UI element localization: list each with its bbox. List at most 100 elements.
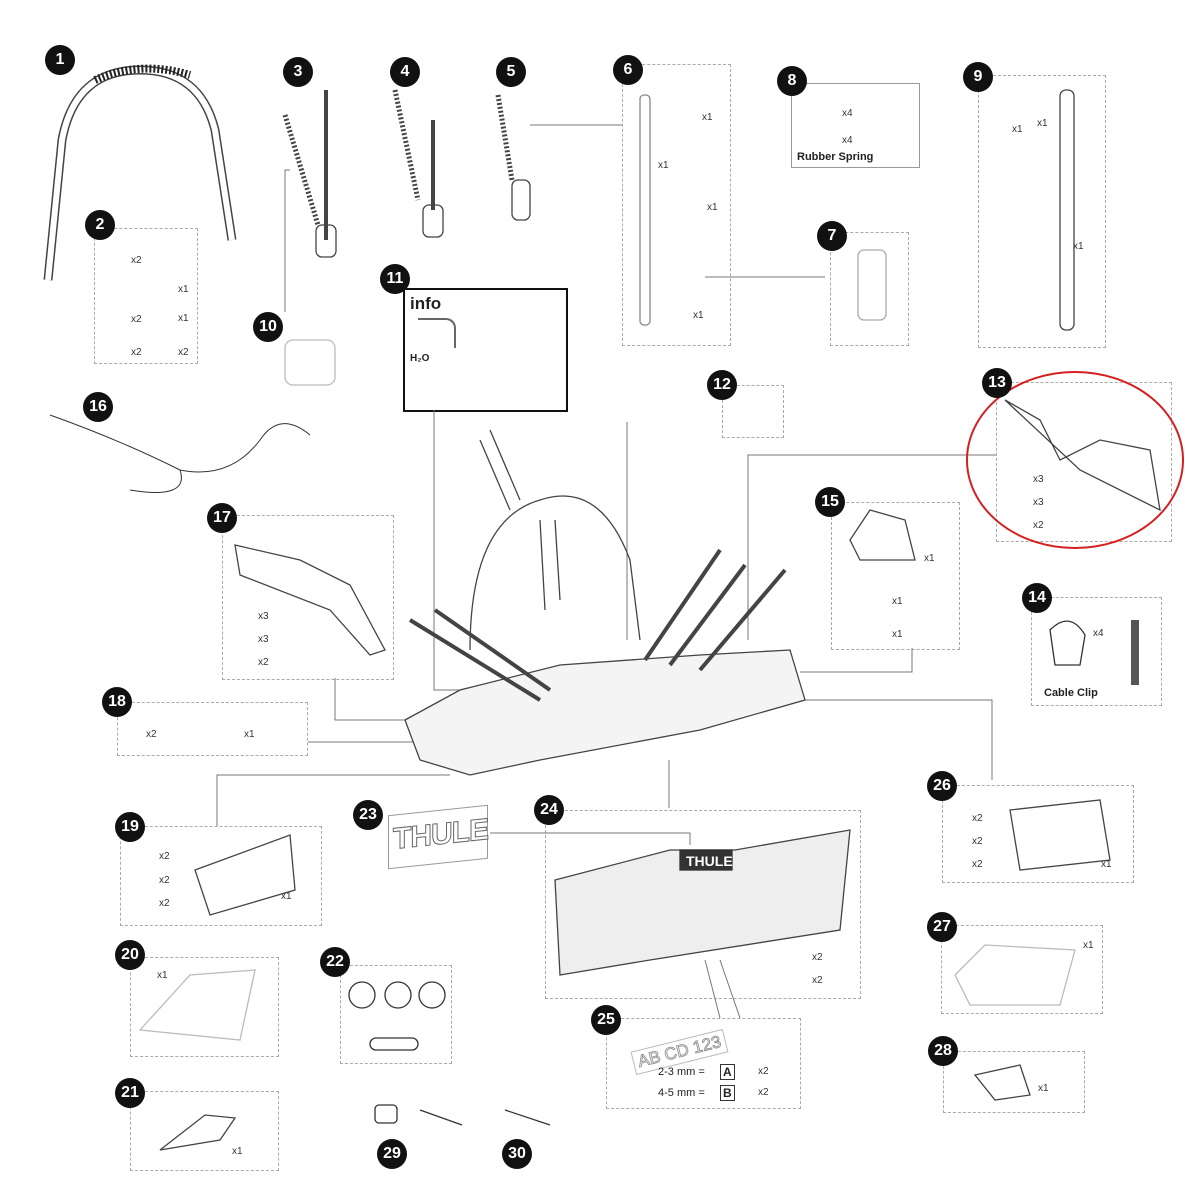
part-number-badge: 3 [283, 57, 313, 87]
part-21-box [130, 1091, 279, 1171]
part-15-box [831, 502, 960, 650]
qty-label: x1 [924, 553, 935, 564]
part-number-badge: 16 [83, 392, 113, 422]
part-number-badge: 23 [353, 800, 383, 830]
part-number-badge: 4 [390, 57, 420, 87]
qty-label: x4 [842, 108, 853, 119]
part-28-box [943, 1051, 1085, 1113]
part-number-badge: 30 [502, 1139, 532, 1169]
part-7-box [830, 232, 909, 346]
spacer-b-box: B [720, 1085, 735, 1101]
highlight-circle [966, 371, 1184, 549]
qty-label: x1 [892, 629, 903, 640]
faucet-icon [418, 318, 456, 348]
qty-label: x2 [812, 952, 823, 963]
qty-label: x1 [1012, 124, 1023, 135]
part-number-badge: 10 [253, 312, 283, 342]
spacer-b-label: 4-5 mm = [658, 1087, 705, 1099]
qty-label: x1 [178, 313, 189, 324]
part-number-badge: 20 [115, 940, 145, 970]
part-number-badge: 27 [927, 912, 957, 942]
water-label: H₂O [410, 353, 430, 364]
qty-label: x2 [258, 657, 269, 668]
part-24-box [545, 810, 861, 999]
qty-label: x1 [658, 160, 669, 171]
spacer-a-box: A [720, 1064, 735, 1080]
part-number-badge: 21 [115, 1078, 145, 1108]
qty-label: x1 [693, 310, 704, 321]
part-number-badge: 7 [817, 221, 847, 251]
part-number-badge: 12 [707, 370, 737, 400]
part-22-box [340, 965, 452, 1064]
qty-label: x2 [178, 347, 189, 358]
part-number-badge: 22 [320, 947, 350, 977]
part-number-badge: 24 [534, 795, 564, 825]
part-number-badge: 8 [777, 66, 807, 96]
part-number-badge: 29 [377, 1139, 407, 1169]
qty-label: x1 [244, 729, 255, 740]
part-number-badge: 19 [115, 812, 145, 842]
qty-label: x1 [232, 1146, 243, 1157]
part-number-badge: 28 [928, 1036, 958, 1066]
part-13-box [996, 382, 1172, 542]
qty-label: x2 [146, 729, 157, 740]
qty-label: x4 [1093, 628, 1104, 639]
qty-label: x2 [972, 813, 983, 824]
part-number-badge: 6 [613, 55, 643, 85]
qty-label: x3 [1033, 474, 1044, 485]
part-17-box [222, 515, 394, 680]
qty-label: x2 [972, 859, 983, 870]
qty-label: x1 [1101, 859, 1112, 870]
qty-label: x2 [131, 255, 142, 266]
thule-logo: THULE [686, 853, 733, 869]
qty-label: x1 [1083, 940, 1094, 951]
cable [49, 414, 311, 493]
part-number-badge: 15 [815, 487, 845, 517]
cable-clip-caption: Cable Clip [1044, 687, 1098, 699]
qty-label: x1 [178, 284, 189, 295]
qty-label: x2 [131, 347, 142, 358]
qty-label: x3 [1033, 497, 1044, 508]
info-box [403, 288, 568, 412]
qty-label: x1 [702, 112, 713, 123]
part-2-box [94, 228, 198, 364]
qty-label: x2 [159, 875, 170, 886]
qty-label: x1 [281, 891, 292, 902]
spacer-a-label: 2-3 mm = [658, 1066, 705, 1078]
bike-arms [282, 89, 531, 258]
qty-label: x2 [1033, 520, 1044, 531]
part-number-badge: 1 [45, 45, 75, 75]
qty-label: x2 [812, 975, 823, 986]
qty-label: x2 [159, 851, 170, 862]
part-20-box [130, 957, 279, 1057]
qty-label: x2 [758, 1087, 769, 1098]
qty-label: x2 [972, 836, 983, 847]
part-18-box [117, 702, 308, 756]
qty-label: x2 [159, 898, 170, 909]
part-number-badge: 13 [982, 368, 1012, 398]
qty-label: x1 [892, 596, 903, 607]
part-number-badge: 2 [85, 210, 115, 240]
info-title: info [410, 294, 442, 313]
qty-label: x1 [1073, 241, 1084, 252]
part-6-box [622, 64, 731, 346]
part-number-badge: 14 [1022, 583, 1052, 613]
part-12-box [722, 385, 784, 438]
part-number-badge: 26 [927, 771, 957, 801]
qty-label: x4 [842, 135, 853, 146]
qty-label: x3 [258, 634, 269, 645]
part-number-badge: 5 [496, 57, 526, 87]
part-9-box [978, 75, 1106, 348]
qty-label: x1 [1037, 118, 1048, 129]
part-number-badge: 9 [963, 62, 993, 92]
part-number-badge: 17 [207, 503, 237, 533]
part-8-box [791, 83, 920, 168]
qty-label: x3 [258, 611, 269, 622]
qty-label: x1 [707, 202, 718, 213]
qty-label: x1 [157, 970, 168, 981]
part-27-box [941, 925, 1103, 1014]
main-rack [404, 429, 806, 776]
part-number-badge: 11 [380, 264, 410, 294]
